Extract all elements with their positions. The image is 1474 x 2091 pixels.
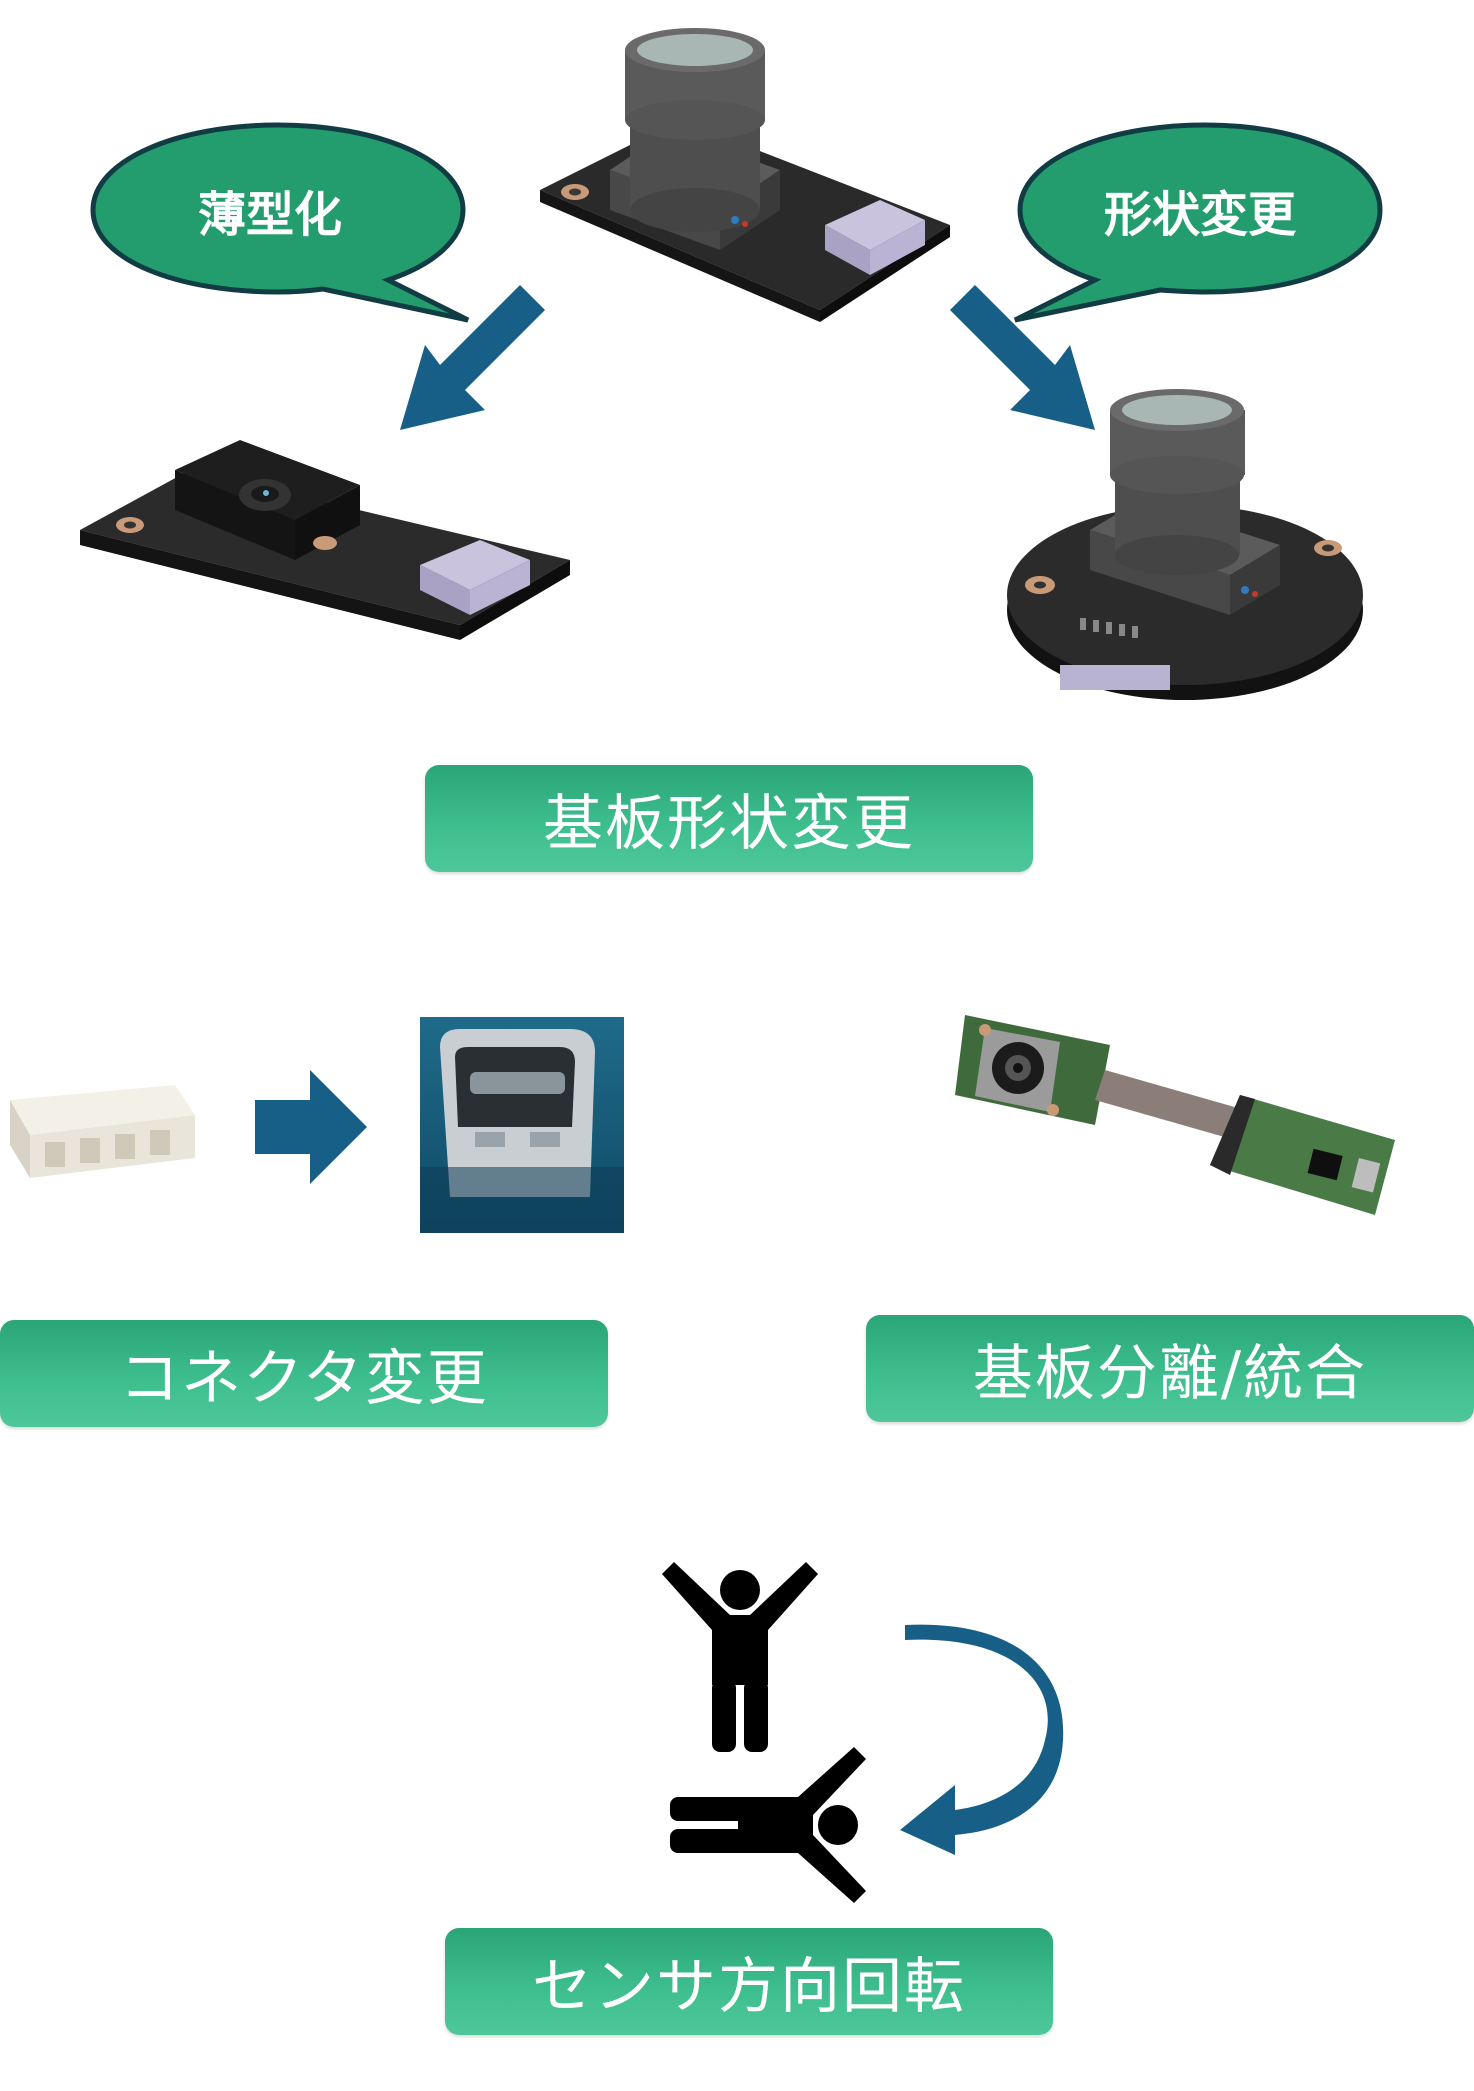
speech-bubble-shape <box>1013 122 1383 323</box>
bubble-label-shape: 形状変更 <box>1103 187 1296 243</box>
camera-module-thin <box>80 440 570 640</box>
arrow-down-left-icon <box>400 285 545 430</box>
arrow-right-icon <box>255 1070 367 1184</box>
usb-c-connector-image <box>420 1017 624 1233</box>
person-standing-icon <box>662 1562 818 1752</box>
label-board-split-merge: 基板分離/統合 <box>866 1315 1474 1422</box>
arrow-down-right-icon <box>950 285 1095 430</box>
rotate-arrow-icon <box>900 1624 1064 1855</box>
label-sensor-orientation-rotate: センサ方向回転 <box>445 1928 1053 2035</box>
label-connector-change: コネクタ変更 <box>0 1320 608 1427</box>
camera-module-round <box>1007 389 1363 700</box>
bubble-label-thin: 薄型化 <box>197 187 342 243</box>
wire-connector-image <box>10 1085 195 1178</box>
split-board-image <box>955 1015 1395 1215</box>
speech-bubble-thin <box>90 122 470 323</box>
label-board-shape-change: 基板形状変更 <box>425 765 1033 872</box>
camera-module-original <box>540 28 950 322</box>
person-lying-icon <box>670 1747 866 1903</box>
